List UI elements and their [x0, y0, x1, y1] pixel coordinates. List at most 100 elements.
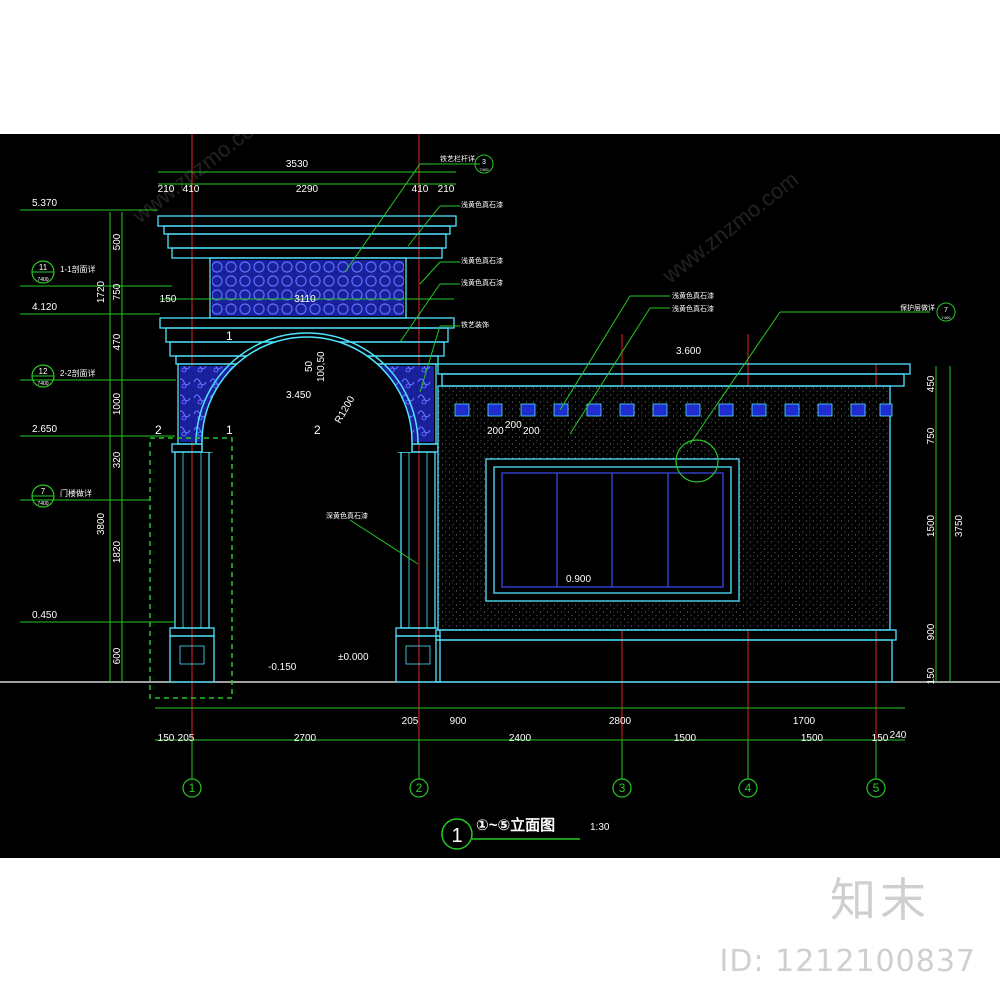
callout-ref-sheet: 7400 [942, 315, 952, 320]
axis-label: 2 [416, 781, 423, 795]
dim-left: 500 [112, 233, 123, 250]
elevation-label: 3.450 [286, 390, 311, 401]
dim-bottom-1: 205 [402, 716, 419, 727]
section-ref-sheet: 7400 [37, 381, 48, 387]
dim-right: 150 [926, 667, 937, 684]
dim-left-150: 150 [160, 294, 177, 305]
top-dimensions: 3530 210 410 2290 410 210 3110 150 [158, 159, 455, 305]
section-ref-text: 1-1剖面详 [60, 264, 96, 274]
dim-left: 600 [112, 647, 123, 664]
elevation-label: 5.370 [32, 198, 57, 209]
dim-bottom-1: 1700 [793, 716, 816, 727]
dim-bottom-2: 205 [178, 733, 195, 744]
elevation-drawing: www.znzmo.com www.znzmo.com www.znzmo.co… [0, 134, 1000, 858]
section-ref-number: 11 [39, 263, 48, 272]
title-number: 1 [451, 825, 462, 847]
section-ref-number: 7 [41, 487, 46, 496]
eave-brackets [454, 403, 893, 417]
callout-leaders [344, 163, 930, 565]
callout-text: 浅黄色真石漆 [461, 256, 503, 265]
elevation-label: 0.450 [32, 610, 57, 621]
section-references: 11 7400 1-1剖面详 12 7400 2-2剖面详 7 7400 门楼做… [31, 260, 96, 508]
dim-bottom-2: 2700 [294, 733, 317, 744]
callout-text: 铁艺装饰 [461, 320, 489, 329]
bottom-dimensions: 205 900 2800 1700 150 205 2700 2400 1500… [158, 716, 907, 744]
window [485, 458, 740, 602]
callout-text: 深黄色真石漆 [326, 511, 368, 520]
arch-opening [201, 336, 413, 452]
right-dimensions: 450 750 1500 3750 900 150 [926, 375, 965, 684]
dim-left: 470 [112, 333, 123, 350]
dim-left: 3800 [96, 512, 107, 535]
dim-bottom-2: 1500 [674, 733, 697, 744]
axis-label: 1 [189, 781, 196, 795]
callout-ref-sheet: 7400 [480, 167, 490, 172]
dim-right: 450 [926, 375, 937, 392]
column-highlight [149, 437, 233, 699]
callout-texts: 铁艺栏杆详 浅黄色真石漆 浅黄色真石漆 浅黄色真石漆 铁艺装饰 浅黄色真石漆 浅… [326, 154, 935, 520]
arch-band [195, 332, 419, 445]
dim-right: 1500 [926, 514, 937, 537]
dim-left: 320 [112, 451, 123, 468]
callout-text: 保护层做详 [900, 303, 935, 312]
section-mark: 2 [314, 423, 321, 437]
section-marks: 1 2 1 2 [155, 329, 321, 437]
elevation-markers: 5.370 4.120 2.650 0.450 3.600 3.450 0.90… [32, 198, 701, 673]
callout-text: 浅黄色真石漆 [672, 291, 714, 300]
brand-logo: 知末 [830, 873, 930, 927]
dim-middle: 2290 [296, 184, 319, 195]
image-id: ID: 1212100837 [719, 944, 976, 979]
dim-right: 3750 [954, 514, 965, 537]
dim-bottom-2: 150 [158, 733, 175, 744]
dim-left-a: 210 [158, 184, 175, 195]
callout-text: 浅黄色真石漆 [461, 200, 503, 209]
dim-bottom-1: 900 [450, 716, 467, 727]
small-dim: 200 [487, 426, 504, 437]
dim-right: 750 [926, 427, 937, 444]
dim-bottom-2: 2400 [509, 733, 532, 744]
section-mark: 2 [155, 423, 162, 437]
dim-left-b: 410 [183, 184, 200, 195]
dim-total: 3530 [286, 159, 309, 170]
section-ref-sheet: 7400 [37, 501, 48, 507]
axis-label: 4 [745, 781, 752, 795]
dim-left: 1000 [112, 392, 123, 415]
callout-text: 浅黄色真石漆 [672, 304, 714, 313]
section-ref-text: 门楼做详 [60, 488, 92, 498]
column-lines [179, 452, 431, 665]
elevation-label: -0.150 [268, 662, 297, 673]
callout-text: 铁艺栏杆详 [440, 154, 475, 163]
elevation-label: 3.600 [676, 346, 701, 357]
section-mark: 1 [226, 329, 233, 343]
section-ref-number: 12 [39, 367, 48, 376]
gateway-structure [157, 215, 457, 683]
dim-left: 1820 [112, 540, 123, 563]
small-dim: 200 [505, 420, 522, 431]
dimension-lines [20, 171, 951, 779]
axis-label: 5 [873, 781, 880, 795]
dim-right-b: 210 [438, 184, 455, 195]
dim-right: 900 [926, 623, 937, 640]
left-dimensions: 500 1720 750 470 1000 320 3800 1820 600 [96, 233, 123, 664]
dim-right-a: 410 [412, 184, 429, 195]
elevation-label: 4.120 [32, 302, 57, 313]
axis-label: 3 [619, 781, 626, 795]
drawing-scale: 1:30 [590, 822, 610, 833]
section-ref-text: 2-2剖面详 [60, 368, 96, 378]
dim-bottom-1: 2800 [609, 716, 632, 727]
callout-text: 浅黄色真石漆 [461, 278, 503, 287]
dim-left: 750 [112, 283, 123, 300]
dim-bottom-2: 150 [872, 733, 889, 744]
dim-inner: 3110 [294, 294, 316, 305]
dim-left: 1720 [96, 280, 107, 303]
section-ref-sheet: 7400 [37, 277, 48, 283]
elevation-label: ±0.000 [338, 652, 369, 663]
detail-circle [675, 439, 719, 483]
section-mark: 1 [226, 423, 233, 437]
small-dim: 100,50 [316, 351, 327, 382]
drawing-title-block: 1 ①~⑤立面图 1:30 [441, 816, 610, 850]
elevation-label: 0.900 [566, 574, 591, 585]
callout-ref-circles: 3 7400 7 7400 [474, 154, 956, 322]
dim-bottom-2: 1500 [801, 733, 824, 744]
callout-ref-number: 7 [944, 307, 948, 314]
